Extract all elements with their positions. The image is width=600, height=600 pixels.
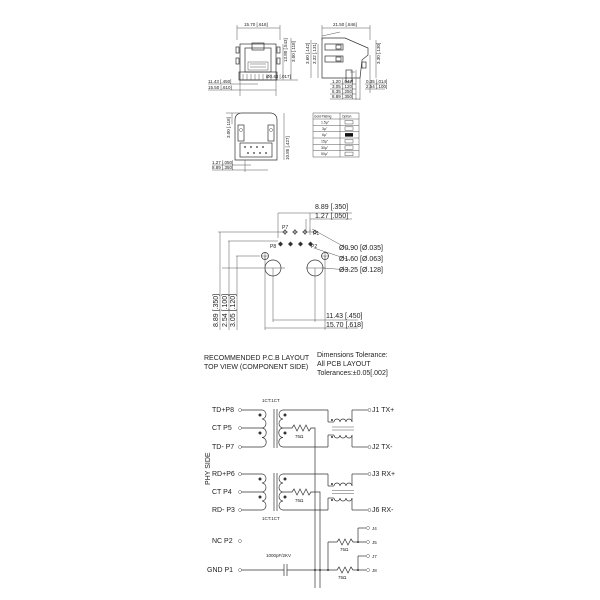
pin-j6-rx-minus: J6 RX- [372, 507, 394, 514]
pin-ct-p4: CT P4 [212, 489, 232, 496]
front-width-dim: 15.70 [.618] [244, 22, 268, 27]
side-bottom-dim-3: 6.35 [.250] [332, 89, 353, 94]
pin-hole-row-bottom [278, 241, 313, 247]
bottom-right-dim: 10.85 [.427] [285, 136, 290, 160]
resistor-label-j8: 75Ω [338, 575, 347, 580]
resistor-label-rx: 75Ω [295, 498, 304, 503]
plating-option-table [312, 112, 360, 158]
bottom-dim-2: 8.89 [.350] [212, 165, 233, 170]
resistor-label-tx: 75Ω [295, 434, 304, 439]
pcb-pin-label-p7: P7 [282, 225, 288, 231]
front-right-dim-1: 13.80 [.543] [283, 38, 288, 62]
pcb-caption-line2: TOP VIEW (COMPONENT SIDE) [204, 364, 308, 371]
tolerance-line3: Tolerances:±0.05[.002] [317, 370, 388, 377]
side-bottom-dim-4: 8.89 [.350] [332, 94, 353, 99]
pin-ct-p5: CT P5 [212, 425, 232, 432]
pin-td-minus-p7: TD- P7 [212, 444, 234, 451]
front-bottom-dim-1: 11.43 [.450] [208, 79, 231, 84]
pcb-left-dim-3: 3.05 [.120] [230, 294, 237, 327]
front-right-dim-2: 3.00 [.118] [291, 41, 296, 62]
pin-td-plus-p8: TD+P8 [212, 407, 234, 414]
pin-j2-tx-minus: J2 TX- [372, 444, 393, 451]
side-length-dim: 21.50 [.846] [333, 22, 357, 27]
pcb-left-dim-1: 8.89 [.350] [213, 294, 220, 327]
pcb-top-dim-2: 1.27 [.050] [315, 213, 348, 220]
pcb-bottom-dim-2: 15.70 [.618] [326, 322, 363, 329]
pcb-hole-dim-2: Ø1.60 [Ø.063] [339, 256, 383, 263]
table-row-label: 1.5µ" [321, 121, 330, 125]
table-row-label: 3µ" [322, 127, 328, 131]
table-row-label: 6µ" [322, 133, 328, 137]
bottom-dim-1: 1.27 [.050] [212, 160, 233, 165]
side-bottom-dim-2: 3.05 [.120] [332, 84, 353, 89]
side-left-dim-1: 3.60 [.142] [305, 43, 310, 64]
table-row-label: 30µ" [321, 146, 329, 150]
front-view [208, 25, 298, 96]
pcb-bottom-dim-1: 11.43 [.450] [326, 313, 363, 320]
capacitor-label: 1000pF/2KV [266, 553, 291, 558]
pcb-hole-dim-1: Ø0.90 [Ø.035] [339, 245, 383, 252]
table-header-option: Option [342, 115, 352, 119]
pin-gnd-p1: GND P1 [207, 567, 233, 574]
schematic [238, 408, 372, 588]
table-header-plating: Gold Plating [314, 115, 332, 119]
pcb-top-dim-1: 8.89 [.350] [315, 204, 348, 211]
pcb-caption-line1: RECOMMENDED P.C.B LAYOUT [204, 355, 310, 362]
side-bottom-right-dim-2: 2.54 [.100] [366, 84, 387, 89]
pin-nc-p2: NC P2 [212, 538, 233, 545]
tolerance-line2: All PCB LAYOUT [317, 361, 371, 368]
phy-side-label: PHY SIDE [205, 452, 212, 485]
ratio-bottom-label: 1CT:1CT [262, 516, 280, 521]
bottom-view [212, 112, 285, 172]
table-row-label: 15µ" [321, 140, 329, 144]
pin-j8: J8 [372, 568, 377, 573]
ratio-top-label: 1CT:1CT [262, 398, 280, 403]
pcb-layout [218, 212, 358, 330]
pin-j1-tx-plus: J1 TX+ [372, 407, 394, 414]
pin-j7: J7 [372, 554, 377, 559]
resistor-label-j5: 75Ω [340, 547, 349, 552]
side-bottom-dim-1: 1.20 [.047] [332, 79, 353, 84]
pin-j4: J4 [372, 526, 377, 531]
side-right-dim: 3.30 [.130] [376, 43, 381, 64]
pcb-pin-label-p8: P8 [270, 244, 276, 250]
side-view [310, 25, 385, 100]
pin-j3-rx-plus: J3 RX+ [372, 471, 395, 478]
pcb-hole-dim-3: Ø3.25 [Ø.128] [339, 267, 383, 274]
tolerance-line1: Dimensions Tolerance: [317, 352, 388, 359]
pin-j5: J5 [372, 540, 377, 545]
table-row-label: 50µ" [321, 152, 329, 156]
front-bottom-dim-2: 15.50 [.610] [208, 85, 232, 90]
pin-hole-row-top [282, 229, 318, 235]
pcb-pin-label-p2: P2 [311, 244, 317, 250]
front-pin-dim: Ø0.43 [.017] [266, 74, 291, 79]
side-bottom-right-dim-1: 0.35 [.014] [366, 79, 387, 84]
side-left-dim-2: 3.32 [.131] [312, 43, 317, 64]
pin-rd-plus-p6: RD+P6 [212, 471, 235, 478]
pcb-left-dim-2: 2.54 [.100] [222, 294, 229, 327]
bottom-top-dim: 3.00 [.118] [226, 117, 231, 138]
pcb-pin-label-p1: P1 [313, 231, 319, 237]
pin-rd-minus-p3: RD- P3 [212, 507, 235, 514]
